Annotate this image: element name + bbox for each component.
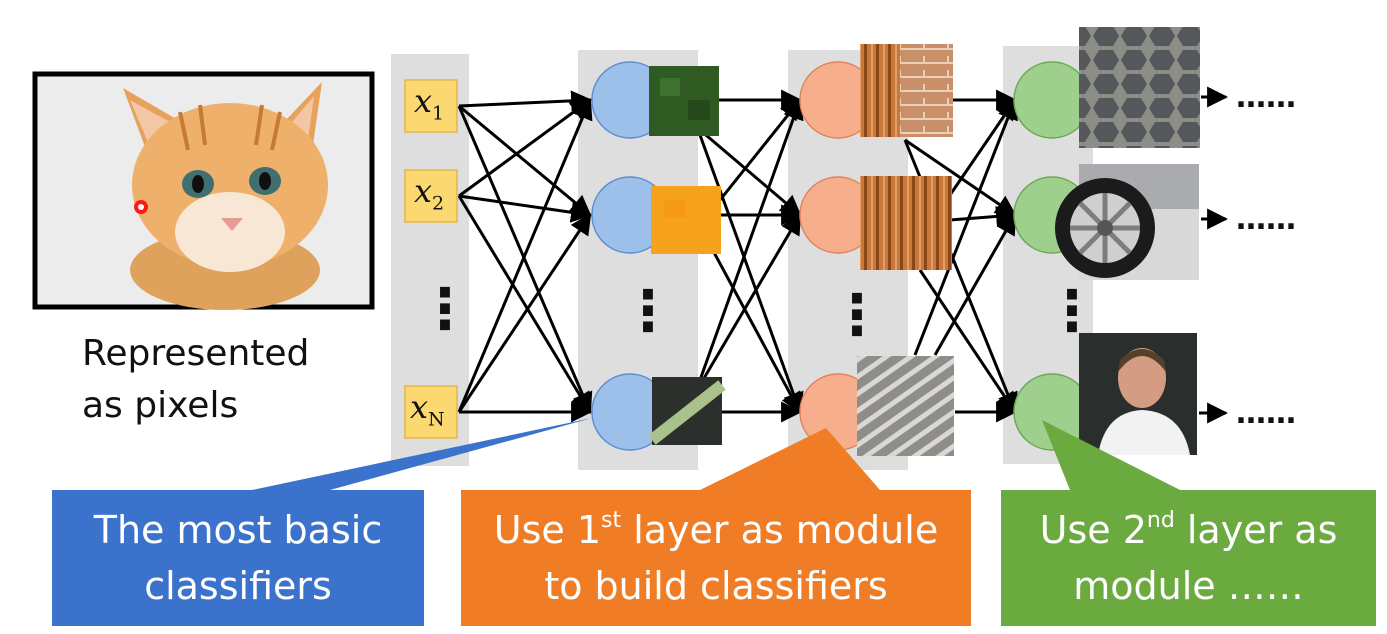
layer2-ellipsis: ⋮ — [829, 283, 885, 348]
callout-layer2-sup: nd — [1146, 508, 1175, 533]
input-label-n: xN — [410, 388, 445, 430]
output-arrows — [1199, 86, 1229, 424]
callout-basic — [52, 490, 424, 626]
callout-layer2-pre: Use 2 — [1039, 508, 1147, 552]
layer2-wood-patch — [860, 176, 952, 270]
callout-layer2-post: layer as — [1174, 508, 1338, 552]
input-var: x — [414, 82, 433, 120]
connections-input-layer1 — [457, 90, 593, 423]
output-ellipsis-3: …… — [1236, 396, 1296, 431]
callout-layer1-line2: to build classifiers — [544, 564, 888, 608]
callouts — [52, 418, 1376, 626]
connections-layer1-layer2 — [698, 89, 804, 423]
callout-layer2-line1: Use 2nd layer as — [1001, 502, 1376, 558]
image-caption-line1: Represented — [82, 333, 310, 374]
image-caption-line2: as pixels — [82, 385, 239, 426]
input-box-n — [404, 385, 458, 439]
input-ellipsis: ⋮ — [417, 277, 473, 342]
input-box-1 — [404, 79, 458, 133]
layer3-nodes — [1013, 27, 1200, 455]
callout-basic-line1: The most basic — [93, 508, 383, 552]
layer2-weave-patch — [857, 356, 954, 456]
input-var: x — [414, 172, 433, 210]
layer1-nodes — [591, 61, 726, 451]
callout-basic-line2: classifiers — [144, 564, 332, 608]
callout-layer1-post: layer as module — [621, 508, 939, 552]
callout-layer1-sup: st — [601, 508, 622, 533]
callout-pointer-green — [1042, 420, 1180, 490]
input-label-2: x2 — [414, 172, 444, 214]
callout-layer1-line1: Use 1st layer as module — [461, 502, 971, 558]
callout-pointer-blue — [252, 418, 592, 490]
layer2-nodes — [799, 44, 954, 456]
input-sub-n: N — [428, 408, 445, 431]
cat-photo — [32, 71, 375, 310]
input-var: x — [410, 388, 429, 426]
callout-layer1-pre: Use 1 — [493, 508, 602, 552]
input-boxes — [404, 79, 458, 439]
layer3-ellipsis: ⋮ — [1044, 279, 1100, 344]
layer3-node-1 — [1013, 61, 1091, 139]
callout-layer1-text: Use 1st layer as module to build classif… — [461, 502, 971, 614]
callout-layer2-line2: module …… — [1073, 564, 1304, 608]
layer3-face-patch — [1079, 333, 1197, 455]
input-sub-2: 2 — [432, 192, 445, 215]
output-ellipsis-2: …… — [1236, 202, 1296, 237]
layer3-wheel-patch — [1055, 164, 1199, 280]
callout-layer1 — [461, 490, 971, 626]
layer1-orange-patch — [651, 186, 721, 254]
input-label-1: x1 — [414, 82, 444, 124]
output-ellipsis-1: …… — [1236, 80, 1296, 115]
layer1-ellipsis: ⋮ — [620, 279, 676, 344]
input-sub-1: 1 — [432, 102, 445, 125]
callout-pointer-orange — [700, 428, 880, 490]
callout-layer2-text: Use 2nd layer as module …… — [1001, 502, 1376, 614]
input-box-2 — [404, 169, 458, 223]
layer3-honeycomb-patch — [1079, 27, 1200, 148]
image-caption: Represented as pixels — [82, 328, 309, 432]
callout-basic-text: The most basic classifiers — [52, 502, 424, 614]
callout-layer2 — [1001, 490, 1376, 626]
